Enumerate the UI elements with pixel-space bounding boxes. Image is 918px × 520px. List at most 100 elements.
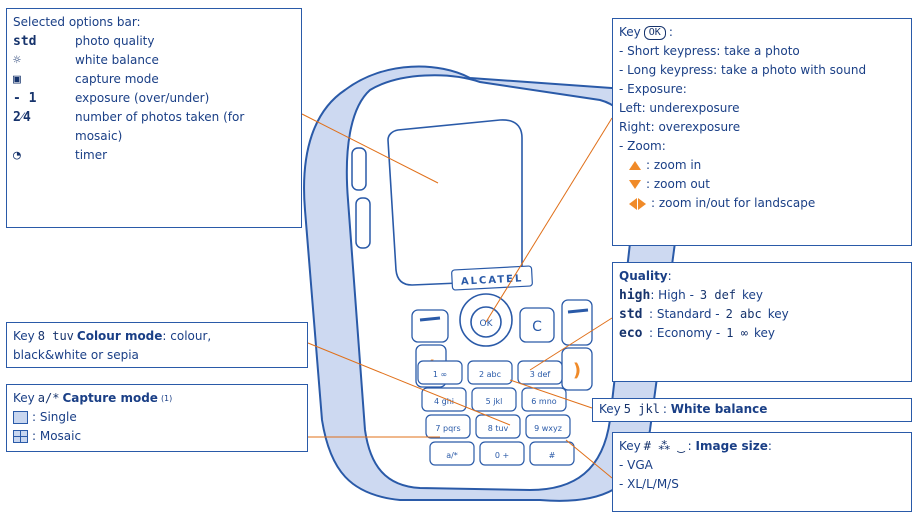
keypad-key bbox=[525, 414, 571, 439]
white-balance-pre: Key bbox=[599, 402, 621, 416]
arrow-left-right-icon bbox=[629, 197, 646, 210]
option-label: number of photos taken (for bbox=[75, 110, 245, 124]
zoom-out-row: : zoom out bbox=[619, 175, 905, 194]
capture-mode-panel: Key a/* Capture mode (1) : Single : Mosa… bbox=[6, 384, 308, 452]
options-bar-list: std photo quality ☼ white balance ▣ capture m… bbox=[13, 32, 295, 165]
keypad-key bbox=[479, 441, 525, 466]
image-size-other: - XL/L/M/S bbox=[619, 477, 679, 491]
arrow-up-icon bbox=[629, 161, 641, 170]
quality-title-text: Quality bbox=[619, 269, 668, 283]
key-ok-lines: - Short keypress: take a photo - Long key… bbox=[619, 42, 905, 156]
arrow-down-icon bbox=[629, 180, 641, 189]
right-softkey bbox=[561, 299, 593, 346]
svg-text:C: C bbox=[532, 319, 542, 335]
key-ok-title-pre: Key bbox=[619, 25, 641, 39]
ok-key-glyph: OK bbox=[643, 25, 666, 40]
zoom-out-text: : zoom out bbox=[646, 177, 710, 191]
quality-title: Quality: bbox=[619, 267, 905, 286]
keypad-key-label: 3 def bbox=[530, 370, 551, 379]
quality-key: 2 abc bbox=[725, 307, 762, 321]
keypad-key bbox=[425, 414, 471, 439]
quality-key: 1 ∞ bbox=[726, 326, 748, 340]
quality-suffix: key bbox=[753, 326, 775, 340]
keypad-key bbox=[429, 441, 475, 466]
options-bar-item: std photo quality bbox=[13, 32, 295, 51]
key-ok-title: Key OK : bbox=[619, 23, 905, 42]
quality-row: eco : Economy - 1 ∞ key bbox=[619, 324, 905, 343]
keypad-key-label: 6 mno bbox=[531, 397, 556, 406]
quality-suffix: key bbox=[767, 307, 789, 321]
quality-icon: eco bbox=[619, 326, 643, 341]
options-bar-item: ☼ white balance bbox=[13, 51, 295, 70]
white-balance-colon: : bbox=[662, 402, 667, 416]
key-ok-title-post: : bbox=[668, 25, 673, 39]
key-hash-glyph: # ⁂ ‿ bbox=[643, 439, 685, 453]
quality-icon: high bbox=[619, 288, 651, 303]
colour-mode-label: Colour mode bbox=[76, 329, 163, 343]
quality-icon: std bbox=[619, 307, 643, 322]
options-bar-item: ◔timer bbox=[13, 146, 295, 165]
keypad-key-label: 4 ghi bbox=[434, 397, 454, 406]
keypad-key-label: 9 wxyz bbox=[534, 424, 562, 433]
option-label: white balance bbox=[75, 53, 159, 67]
option-label: mosaic) bbox=[75, 129, 123, 143]
key-ok-line: Left: underexposure bbox=[619, 101, 740, 115]
keypad-key bbox=[471, 387, 517, 412]
option-label: photo quality bbox=[75, 34, 155, 48]
option-label: capture mode bbox=[75, 72, 159, 86]
key-ok-line: - Zoom: bbox=[619, 139, 666, 153]
white-balance-panel: Key 5 jkl : White balance bbox=[592, 398, 912, 422]
options-bar-item: mosaic) bbox=[13, 127, 295, 146]
keypad-key-label: 1 ∞ bbox=[433, 370, 447, 379]
brand-strip bbox=[451, 265, 533, 291]
option-icon: - 1 bbox=[13, 91, 37, 106]
options-bar-item: ▣ capture mode bbox=[13, 70, 295, 89]
image-size-pre: Key bbox=[619, 439, 641, 453]
capture-mode-label: Capture mode bbox=[62, 391, 158, 405]
keypad-key-label: 2 abc bbox=[479, 370, 501, 379]
white-balance-label: White balance bbox=[670, 402, 768, 416]
mosaic-text: : Mosaic bbox=[32, 429, 82, 443]
mosaic-row: : Mosaic bbox=[13, 427, 301, 446]
colour-mode-text2: black&white or sepia bbox=[13, 348, 139, 362]
keypad-key bbox=[467, 360, 513, 385]
keypad-key bbox=[517, 360, 563, 385]
option-icon: ▣ bbox=[13, 72, 21, 87]
brand-logo: ALCATEL bbox=[461, 273, 524, 287]
keypad-key-label: # bbox=[549, 451, 556, 460]
zoom-lr-text: : zoom in/out for landscape bbox=[651, 196, 816, 210]
ok-key-label: OK bbox=[480, 319, 494, 329]
colour-mode-text1: : colour, bbox=[162, 329, 212, 343]
keypad-key bbox=[529, 441, 575, 466]
key-ok-panel: Key OK : - Short keypress: take a photo-… bbox=[612, 18, 912, 246]
key-ok-line: - Long keypress: take a photo with sound bbox=[619, 63, 867, 77]
keypad-key bbox=[417, 360, 463, 385]
quality-key: 3 def bbox=[699, 288, 737, 302]
image-size-colon1: : bbox=[687, 439, 692, 453]
zoom-in-text: : zoom in bbox=[646, 158, 702, 172]
quality-title-colon: : bbox=[667, 269, 672, 283]
keypad-key-label: 5 jkl bbox=[486, 397, 503, 406]
side-volume-button bbox=[355, 197, 371, 249]
option-icon: ☼ bbox=[13, 53, 21, 68]
quality-row: high: High - 3 def key bbox=[619, 286, 905, 305]
keypad-key-label: a/* bbox=[446, 451, 458, 460]
image-size-colon2: : bbox=[767, 439, 772, 453]
key-ok-line: - Short keypress: take a photo bbox=[619, 44, 800, 58]
option-icon: std bbox=[13, 34, 37, 49]
quality-text: : Economy - bbox=[649, 326, 721, 340]
colour-mode-panel: Key 8 tuv Colour mode : colour, black&wh… bbox=[6, 322, 308, 368]
mosaic-mode-icon bbox=[13, 430, 28, 443]
quality-text: : High - bbox=[650, 288, 694, 302]
key-ok-line: - Exposure: bbox=[619, 82, 687, 96]
leader-lines bbox=[301, 113, 613, 479]
single-mode-icon bbox=[13, 411, 28, 424]
quality-suffix: key bbox=[742, 288, 764, 302]
